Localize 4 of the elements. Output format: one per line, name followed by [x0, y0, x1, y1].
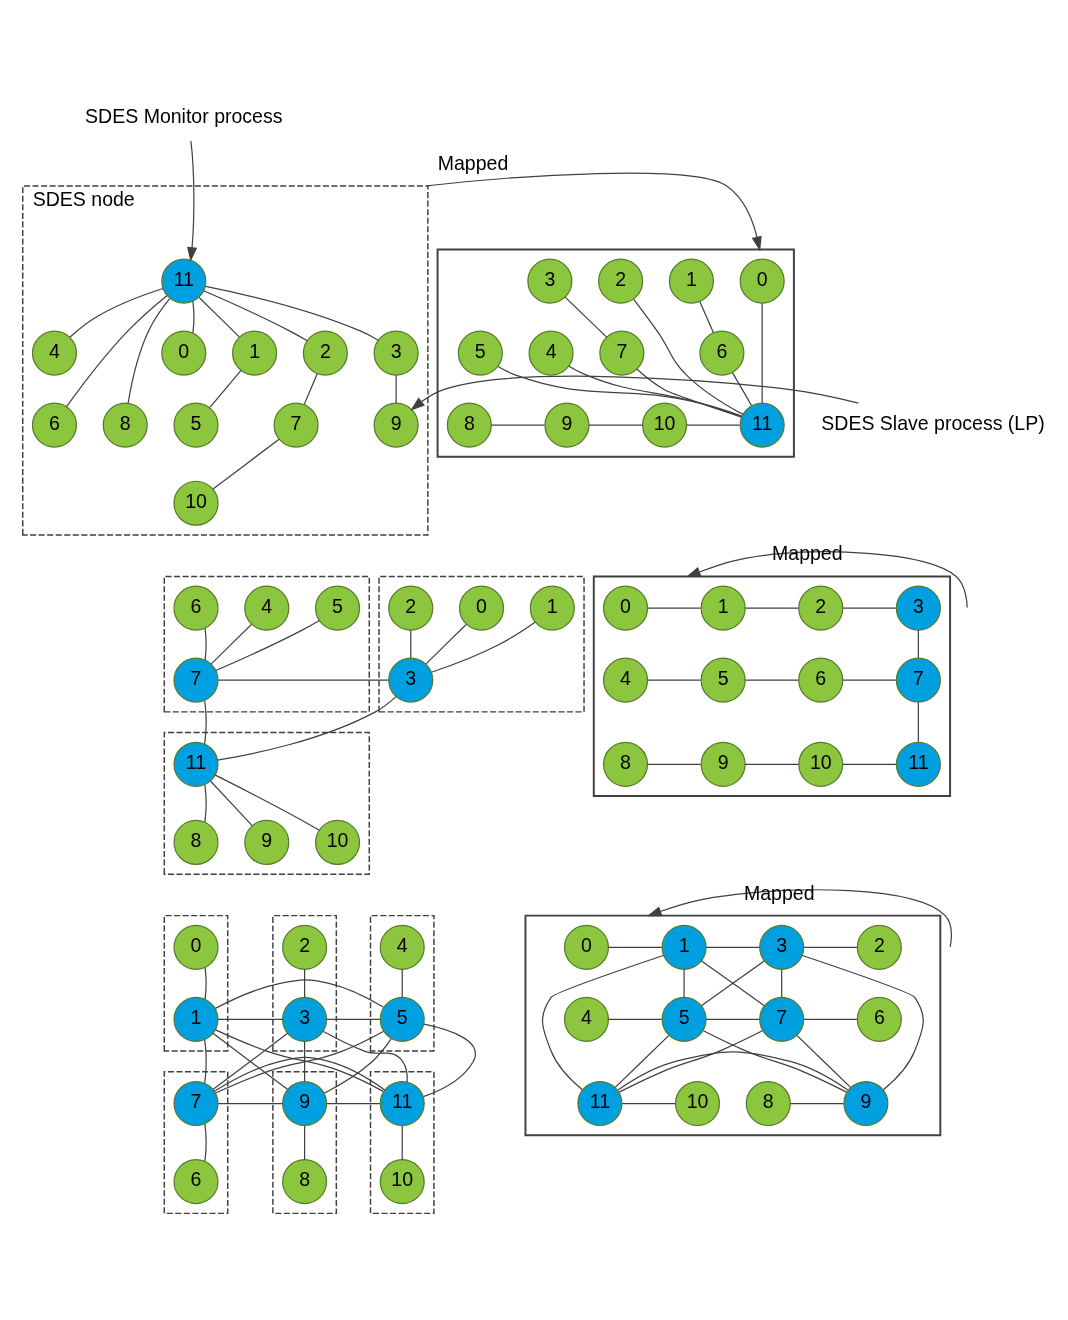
edge-label: Mapped	[437, 151, 509, 174]
node-text: SDES Monitor process	[85, 105, 283, 128]
edge-label: Mapped	[743, 881, 815, 904]
node-text: SDES Slave process (LP)	[821, 411, 1045, 434]
